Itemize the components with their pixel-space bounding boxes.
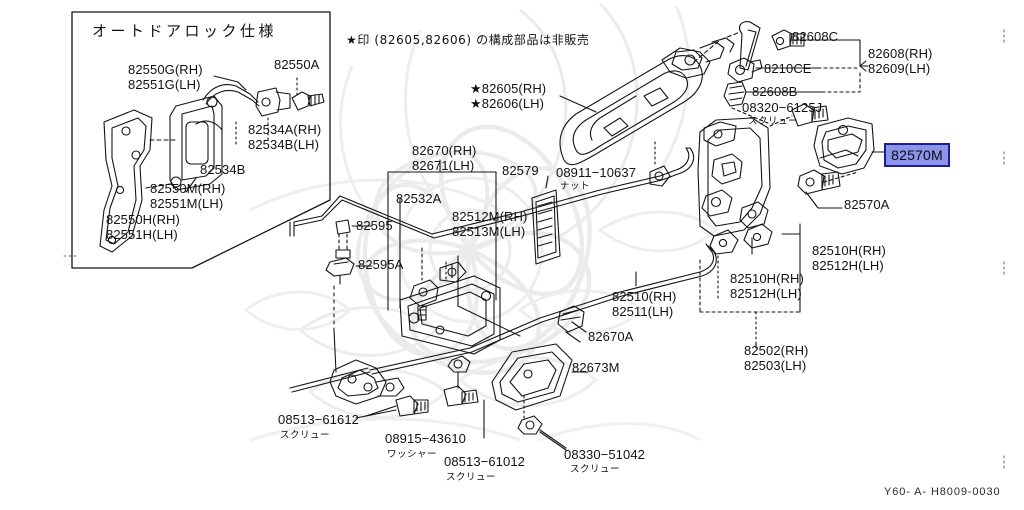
striker-bracket (797, 117, 885, 209)
footer-code: Y60- A- H8009-0030 (884, 486, 1001, 498)
label-82502: 82502(RH) 82503(LH) (744, 343, 809, 373)
label-82608c: 82608C (792, 29, 839, 44)
label-08513-61612: 08513−61612 (278, 412, 359, 427)
non-sale-note: ★印 (82605,82606) の構成部品は非販売 (346, 33, 590, 47)
label-82673m: 82673M (572, 360, 620, 375)
inset-panel-border (71, 11, 331, 269)
label-82510h-left: 82510H(RH) 82512H(LH) (730, 271, 804, 301)
label-82550m: 82550M(RH) 82551M(LH) (150, 181, 226, 211)
label-82570a: 82570A (844, 197, 890, 212)
label-82534b: 82534B (200, 162, 246, 177)
leader-lines (351, 159, 757, 451)
label-82550g: 82550G(RH) 82551G(LH) (128, 62, 203, 92)
label-08513-61012-jp: スクリュー (446, 472, 497, 483)
right-top-parts (693, 21, 847, 107)
highlighted-part-82570m[interactable]: 82570M (884, 143, 950, 167)
label-82608: 82608(RH) 82609(LH) (868, 46, 933, 76)
label-82510: 82510(RH) 82511(LH) (612, 289, 677, 319)
center-assembly (325, 219, 585, 449)
inset-artwork (99, 75, 325, 253)
label-08911-10637-jp: ナット (560, 181, 591, 192)
label-08320-6125j-jp: スクリュー (748, 116, 799, 127)
inset-panel-title: オートドアロック仕様 (92, 22, 278, 40)
label-8210ce: 8210CE (764, 61, 812, 76)
label-82595: 82595 (356, 218, 393, 233)
label-82605: ★82605(RH) ★82606(LH) (470, 81, 547, 111)
label-82550a: 82550A (274, 57, 320, 72)
label-82670: 82670(RH) 82671(LH) (412, 143, 477, 173)
label-82595a: 82595A (358, 257, 404, 272)
label-08330-51042-jp: スクリュー (570, 464, 621, 475)
registration-ticks (63, 29, 1005, 471)
label-08330-51042: 08330−51042 (564, 447, 645, 462)
label-82579: 82579 (502, 163, 539, 178)
label-08320-6125j: 08320−6125J (742, 100, 823, 115)
group-brackets (817, 39, 869, 93)
label-82532a: 82532A (396, 191, 442, 206)
label-82534a: 82534A(RH) 82534B(LH) (248, 122, 322, 152)
label-08915-43610-jp: ワッシャー (387, 449, 438, 460)
label-82670a: 82670A (588, 329, 634, 344)
label-08915-43610: 08915−43610 (385, 431, 466, 446)
control-rods (289, 147, 717, 393)
label-82510h-right: 82510H(RH) 82512H(LH) (812, 243, 886, 273)
pad-82579 (531, 175, 561, 265)
label-82608b: 82608B (752, 84, 798, 99)
label-82512m: 82512M(RH) 82513M(LH) (452, 209, 528, 239)
label-08911-10637: 08911−10637 (556, 165, 637, 180)
label-08513-61012: 08513−61012 (444, 454, 525, 469)
outside-handle (559, 37, 735, 187)
label-82550h: 82550H(RH) 82551H(LH) (106, 212, 180, 242)
label-08513-61612-jp: スクリュー (280, 430, 331, 441)
lower-group-brackets (699, 223, 801, 345)
door-lock-assembly (697, 103, 829, 255)
